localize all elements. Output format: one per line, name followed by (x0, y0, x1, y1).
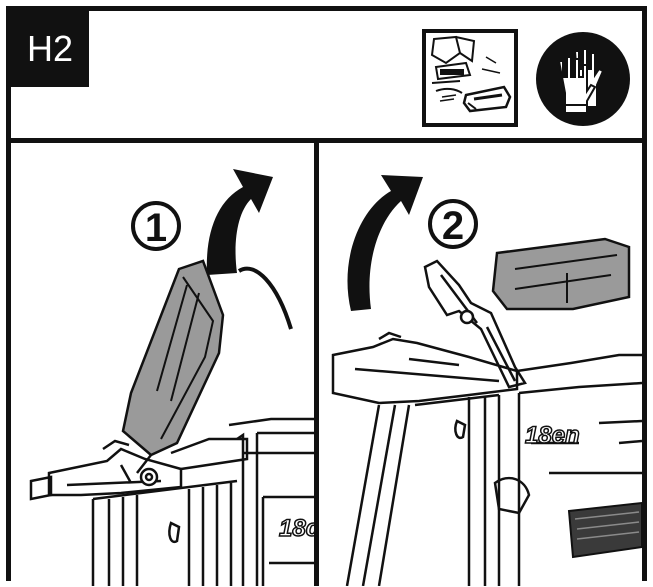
step-number-1-badge: 1 (131, 201, 181, 251)
brand-label-1: 18c (279, 515, 314, 542)
brand-label-2: 18en (525, 422, 580, 449)
nailer-body (345, 381, 642, 586)
grip-texture (567, 501, 642, 559)
latch-cover (121, 259, 225, 474)
step-number-2: 2 (442, 204, 464, 248)
tool-location-thumbnail (422, 29, 518, 127)
nailer-top-rail (29, 437, 249, 501)
step-panel-2: 2 (319, 143, 642, 586)
step-1-illustration: 1 (29, 169, 314, 586)
thumbnail-drawing-icon (430, 35, 512, 113)
protective-gloves-icon (536, 32, 630, 126)
step-2-illustration: 2 (331, 175, 642, 586)
step-number-1: 1 (145, 206, 167, 250)
latch-cover-open (491, 237, 631, 311)
nailer-body (91, 417, 314, 586)
nailer-top-rail (331, 331, 642, 405)
figure-header: H2 (11, 11, 642, 143)
panel-divider (314, 143, 319, 586)
step-number-2-badge: 2 (428, 199, 478, 249)
hinge-linkage (423, 259, 527, 389)
curved-arrow-up-icon (347, 175, 423, 311)
step-label: H2 (11, 11, 89, 87)
step-panel-1: 1 (11, 143, 314, 586)
instruction-figure: H2 (6, 6, 647, 586)
curved-arrow-up-icon (206, 169, 273, 275)
